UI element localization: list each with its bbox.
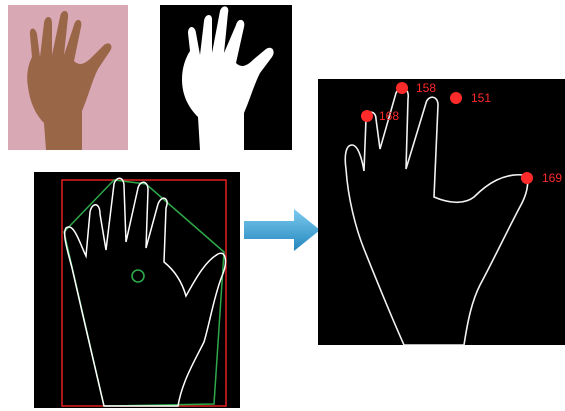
fingertip-label: 151	[471, 92, 491, 104]
fingertip-view: 158 151 168 169	[318, 79, 565, 345]
fingertip-label: 169	[542, 172, 562, 184]
fingertip-marker	[521, 172, 533, 184]
fingertip-marker	[450, 92, 462, 104]
hand-photo	[8, 5, 128, 150]
hull-contour-view	[34, 172, 240, 408]
hand-mask	[160, 5, 292, 150]
fingertip-marker	[361, 110, 373, 122]
fingertip-label: 158	[416, 82, 436, 94]
fingertip-label: 168	[379, 110, 399, 122]
fingertip-marker	[396, 82, 408, 94]
arrow-right-icon	[242, 207, 322, 253]
